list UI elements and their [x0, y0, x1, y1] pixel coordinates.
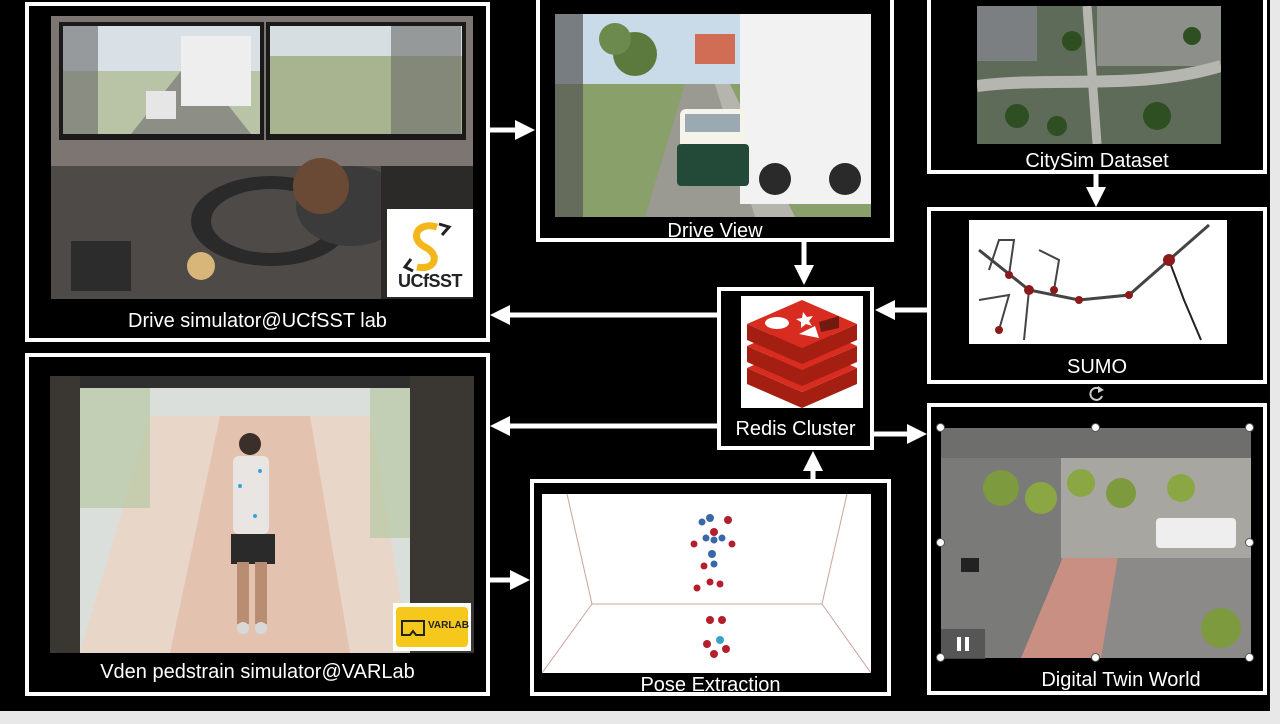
sumo-network-image — [969, 220, 1227, 344]
drive-simulator-photo — [51, 16, 473, 299]
selection-handle[interactable] — [936, 653, 945, 662]
citysim-label: CitySim Dataset — [1025, 150, 1169, 172]
pose-extraction-image — [542, 494, 871, 673]
varlab-logo: VARLAB — [393, 603, 471, 651]
redis-cluster-label: Redis Cluster — [735, 418, 856, 440]
citysim-aerial-image — [977, 6, 1221, 144]
redis-cluster-node: Redis Cluster — [717, 287, 874, 450]
selection-handle[interactable] — [1245, 653, 1254, 662]
rotate-handle-icon[interactable] — [1086, 384, 1106, 404]
drive-view-image — [555, 14, 871, 217]
varlab-logo-text: VARLAB — [428, 620, 469, 631]
architecture-diagram: UCfSST Drive simulator@UCfSST lab — [0, 0, 1270, 711]
drive-view-label: Drive View — [667, 220, 763, 242]
citysim-node: CitySim Dataset — [927, 0, 1267, 174]
selection-handle[interactable] — [1245, 423, 1254, 432]
ucfsst-logo-text: UCfSST — [398, 271, 463, 291]
pose-extraction-label: Pose Extraction — [640, 674, 781, 696]
digital-twin-image — [941, 428, 1251, 658]
redis-logo-icon — [741, 296, 863, 408]
drive-view-node: Drive View — [536, 0, 894, 242]
pose-extraction-node: Pose Extraction — [530, 479, 891, 696]
selection-handle[interactable] — [936, 538, 945, 547]
pedestrian-simulator-label: Vden pedstrain simulator@VARLab — [100, 661, 415, 683]
pedestrian-simulator-node: VARLAB Vden pedstrain simulator@VARLab — [25, 353, 490, 696]
ucfsst-logo: UCfSST — [387, 209, 473, 297]
digital-twin-label: Digital Twin World — [1041, 669, 1201, 691]
selection-handle[interactable] — [1091, 653, 1100, 662]
selection-handle[interactable] — [1091, 423, 1100, 432]
sumo-node: SUMO — [927, 207, 1267, 384]
drive-simulator-label: Drive simulator@UCfSST lab — [128, 310, 387, 332]
drive-simulator-node: UCfSST Drive simulator@UCfSST lab — [25, 2, 490, 342]
selection-handle[interactable] — [936, 423, 945, 432]
pause-icon[interactable] — [941, 629, 985, 659]
sumo-label: SUMO — [1067, 356, 1127, 378]
digital-twin-node: Digital Twin World — [927, 403, 1267, 695]
selection-handle[interactable] — [1245, 538, 1254, 547]
